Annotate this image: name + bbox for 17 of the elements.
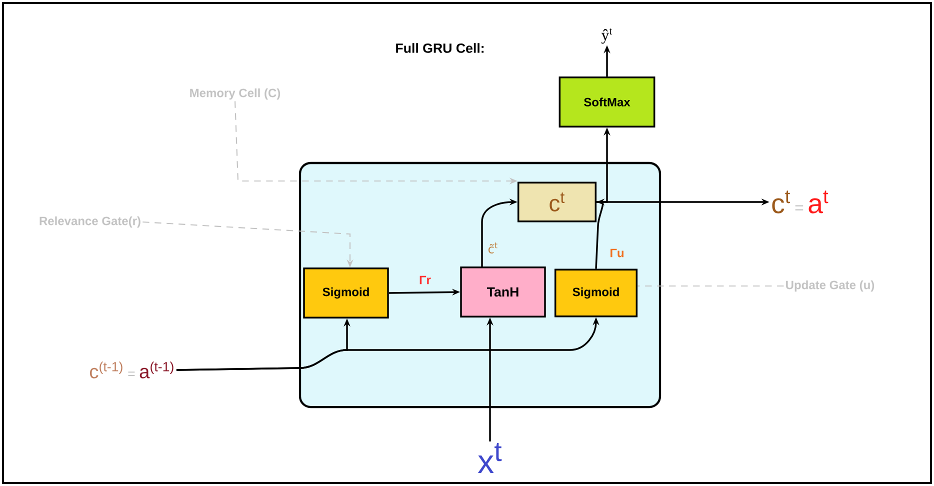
softmax-box: SoftMax bbox=[558, 76, 656, 128]
input-label: x$^{t}$ bbox=[478, 443, 502, 473]
title: Full GRU Cell: bbox=[396, 43, 484, 53]
edge-label: Γu bbox=[610, 248, 624, 258]
output-label: ŷ$^{t}$ bbox=[601, 28, 612, 44]
annotation-label: Update Gate (u) bbox=[786, 280, 874, 292]
input-label: c$^{(t-1)}$ = a$^{(t-1)}$ bbox=[90, 362, 174, 378]
sigmoid-box: Sigmoid bbox=[303, 267, 389, 319]
output-label: c$^{t}$ = a$^{t}$ bbox=[772, 190, 828, 214]
sigmoid-box: Sigmoid bbox=[554, 268, 638, 318]
cell-state-box: c$^{t}$ bbox=[517, 182, 597, 222]
leader-line bbox=[638, 285, 784, 287]
tanh-box: TanH bbox=[460, 266, 546, 318]
annotation-label: Memory Cell (C) bbox=[190, 88, 280, 100]
edge-label: Γr bbox=[420, 276, 431, 284]
edge-label: c̃$^{t}$ bbox=[488, 242, 498, 254]
annotation-label: Relevance Gate(r) bbox=[40, 216, 140, 228]
